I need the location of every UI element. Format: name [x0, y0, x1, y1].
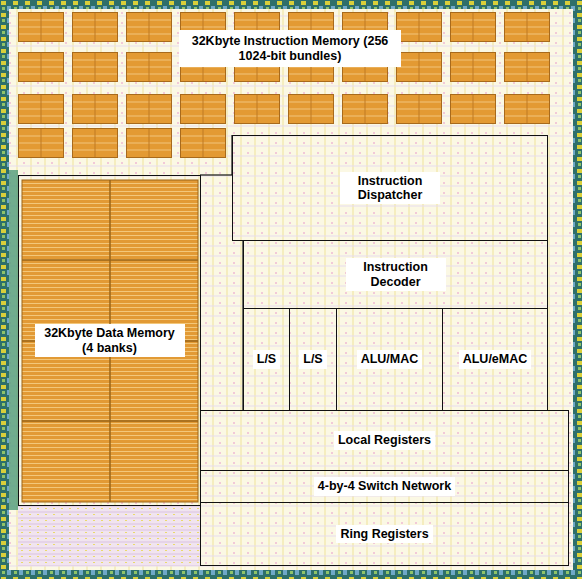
- execution-unit: ALU/MAC: [336, 308, 443, 411]
- execution-unit: ALU/eMAC: [442, 308, 548, 411]
- block-label: 4-by-4 Switch Network: [314, 477, 455, 495]
- block-label: L/S: [253, 350, 280, 368]
- network-band: 4-by-4 Switch Network: [200, 470, 569, 503]
- memory-bank: [22, 180, 198, 502]
- block-label: Local Registers: [334, 431, 435, 449]
- block-label: Instruction Decoder: [346, 258, 446, 291]
- logic-block: Instruction Decoder: [243, 240, 548, 309]
- memory-block-region: 32Kbyte Data Memory (4 banks): [18, 175, 201, 506]
- logic-area: [18, 506, 200, 566]
- block-label: ALU/eMAC: [459, 350, 532, 368]
- execution-unit: L/S: [289, 308, 337, 411]
- block-label: ALU/MAC: [357, 350, 423, 368]
- logic-area: [9, 9, 573, 570]
- register-band: Local Registers: [200, 410, 569, 471]
- bank-divider: [22, 259, 198, 261]
- block-label: 32Kbyte Data Memory (4 banks): [35, 324, 185, 357]
- block-label: Ring Registers: [336, 525, 432, 543]
- bank-divider: [22, 420, 198, 422]
- execution-unit: L/S: [243, 308, 290, 411]
- logic-block: Instruction Dispatcher: [232, 135, 548, 241]
- memory-block: [18, 94, 558, 124]
- memory-block: [18, 12, 558, 82]
- edge-cells: [9, 170, 18, 510]
- block-label: L/S: [299, 350, 326, 368]
- region-outline: [200, 174, 232, 175]
- block-label: Instruction Dispatcher: [340, 172, 440, 205]
- memory-label: 32Kbyte Instruction Memory (256 1024-bit…: [179, 30, 401, 67]
- memory-block: [18, 128, 234, 158]
- register-band: Ring Registers: [200, 502, 569, 566]
- block-label: 32Kbyte Instruction Memory (256 1024-bit…: [183, 32, 397, 65]
